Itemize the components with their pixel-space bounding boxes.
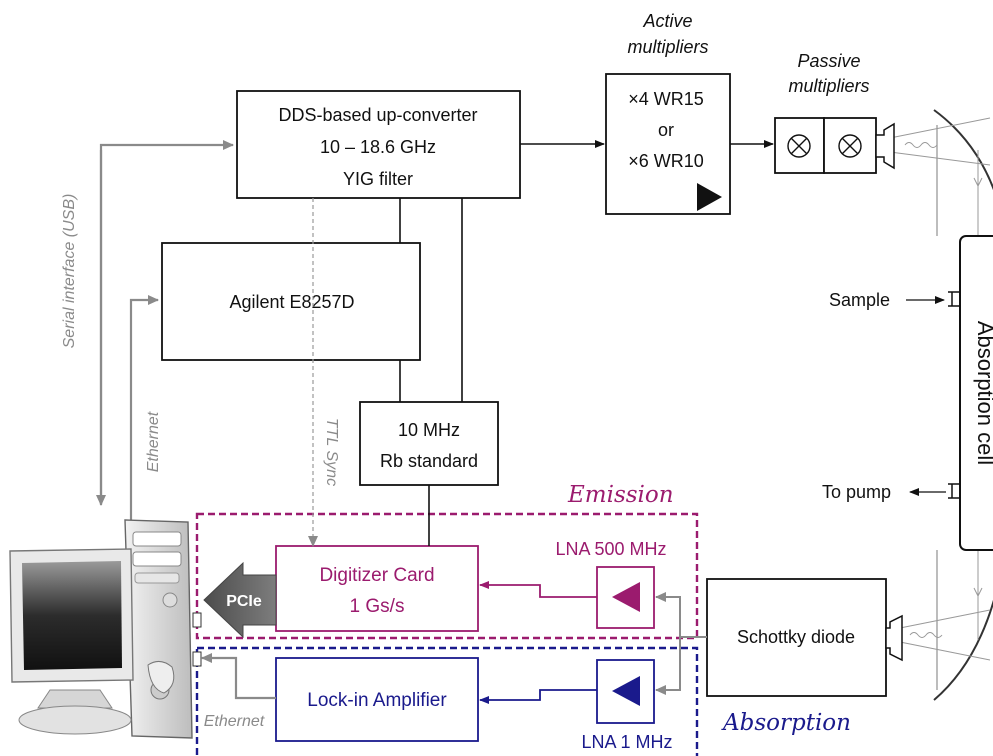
digitizer-line2: 1 Gs/s <box>350 596 405 617</box>
active-line3: ×6 WR10 <box>628 151 704 171</box>
lna1-triangle-icon <box>612 676 640 706</box>
lna500-label: LNA 500 MHz <box>555 539 666 559</box>
emission-label: Emission <box>567 482 674 508</box>
rb-standard-block <box>359 401 499 486</box>
schottky-diode-block <box>706 578 887 697</box>
mixer-icon-2 <box>838 134 862 158</box>
dds-line3: YIG filter <box>343 169 413 189</box>
dds-upconverter-block <box>236 90 521 199</box>
rb-line2: Rb standard <box>380 451 478 471</box>
dds-line2: 10 – 18.6 GHz <box>320 137 436 157</box>
pc-port-top <box>192 612 202 628</box>
ttl-sync-label: TTL Sync <box>323 418 340 486</box>
ethernet-bottom-label: Ethernet <box>204 713 265 730</box>
lna500-triangle-icon <box>612 582 640 612</box>
pc-port-bottom <box>192 651 202 667</box>
sample-label: Sample <box>829 290 890 310</box>
sample-port <box>948 291 960 307</box>
active-line1: ×4 WR15 <box>628 89 704 109</box>
computer-icon <box>9 519 193 739</box>
active-title2: multipliers <box>627 37 708 57</box>
horn-antenna-bottom <box>885 614 903 662</box>
beam-cone-top <box>889 117 991 166</box>
pump-port <box>948 483 960 499</box>
passive-title1: Passive <box>797 51 860 71</box>
digitizer-card-block <box>275 545 479 632</box>
ethernet-top-label: Ethernet <box>145 411 162 472</box>
link-ethernet-lockin <box>201 653 276 700</box>
active-title1: Active <box>642 11 692 31</box>
dds-line1: DDS-based up-converter <box>278 105 477 125</box>
passive-title2: multipliers <box>788 76 869 96</box>
rb-line1: 10 MHz <box>398 420 460 440</box>
pump-label: To pump <box>822 482 891 502</box>
arrow-down-bottom <box>973 587 983 598</box>
beam-cone-bottom <box>899 609 991 661</box>
mirror-bottom <box>933 599 993 701</box>
beam-wave-bottom <box>909 632 943 638</box>
lockin-amplifier-block <box>275 657 479 742</box>
mixer-icon-1 <box>787 134 811 158</box>
active-line2: or <box>658 120 674 140</box>
horn-antenna-top <box>875 122 895 170</box>
digitizer-line1: Digitizer Card <box>319 565 434 586</box>
pcie-arrow <box>203 561 277 639</box>
pcie-label: PCIe <box>226 593 262 610</box>
arrow-down-top <box>973 177 983 188</box>
link-lna1-lockin <box>479 689 597 704</box>
mirror-top <box>933 109 993 191</box>
absorption-region <box>195 646 699 756</box>
link-lna500-digitizer <box>479 581 597 598</box>
link-ethernet-agilent <box>129 295 159 520</box>
absorption-cell-box <box>959 235 993 551</box>
schottky-label: Schottky diode <box>737 627 855 647</box>
lna1-label: LNA 1 MHz <box>581 732 672 752</box>
agilent-block <box>161 242 421 361</box>
absorption-cell-label: Absorption cell <box>973 321 993 465</box>
emission-region <box>195 512 699 640</box>
lockin-label: Lock-in Amplifier <box>307 690 447 711</box>
absorption-label: Absorption <box>721 710 851 736</box>
agilent-label: Agilent E8257D <box>229 292 354 312</box>
link-schottky-lna1 <box>655 637 681 695</box>
link-schottky-lna500 <box>655 592 707 638</box>
amplifier-triangle-icon <box>697 183 722 211</box>
serial-usb-label: Serial interface (USB) <box>61 194 78 349</box>
beam-wave-top <box>904 142 938 148</box>
